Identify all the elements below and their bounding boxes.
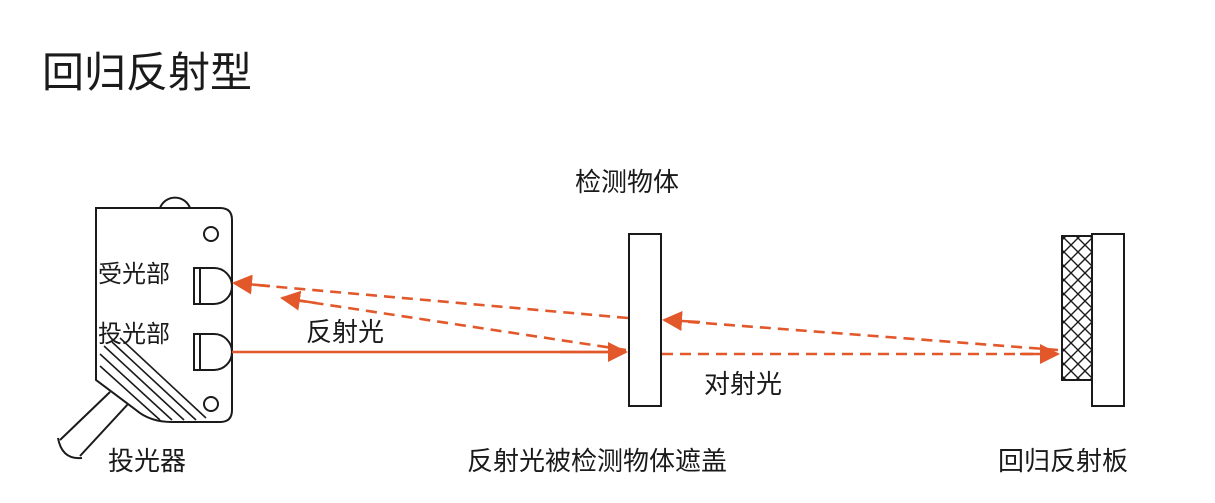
diagram-title: 回归反射型 [42,48,253,97]
object-label: 检测物体 [575,168,680,198]
emitter-lens-icon [193,333,233,371]
receiver-label: 受光部 [98,260,170,288]
light-beams [232,274,1060,364]
screw-hole-icon [203,226,219,242]
screw-hole-icon [203,396,219,412]
emitter-label: 投光部 [98,320,170,348]
reflected-beam-lower-arrow-icon [280,290,317,311]
sensor-cable [57,391,129,460]
returning-beam-arrow-icon [662,311,701,331]
reflected-beam-upper [233,281,629,320]
retroreflector [1061,233,1125,407]
sensor-label: 投光器 [108,447,187,477]
receiver-lens-icon [193,267,233,305]
sensor-body [95,196,233,423]
returning-beam [663,318,1059,352]
reflected-beam-upper-arrow-icon [232,274,271,295]
reflector-label: 回归反射板 [998,447,1129,477]
opposed-light-label: 对射光 [704,370,783,400]
reflected-beam-lower [281,296,627,352]
blocked-caption: 反射光被检测物体遮盖 [467,447,728,477]
detection-object [628,233,662,407]
reflected-light-label: 反射光 [306,318,385,348]
